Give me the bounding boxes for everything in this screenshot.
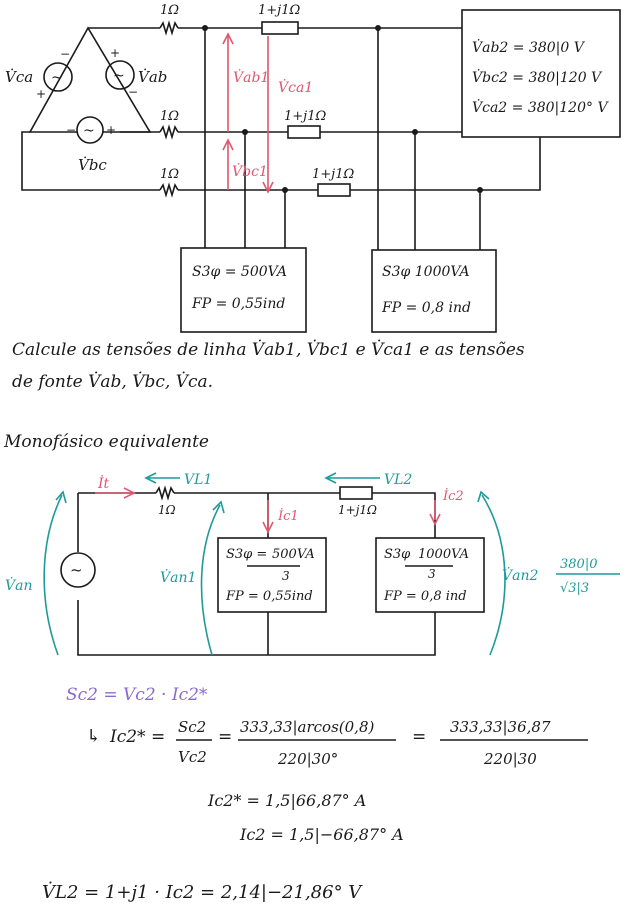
calc-frac2-den: 220|30° [277, 750, 338, 768]
load2-fp: FP = 0,8 ind [381, 300, 471, 316]
sp-label-z: 1+j1Ω [338, 503, 377, 517]
sp-label-vl1: VL1 [184, 472, 212, 488]
sp-source-tilde: ~ [70, 561, 83, 579]
label-z-c: 1+j1Ω [312, 167, 354, 182]
sp-label-it: İt [97, 474, 110, 492]
sign-vca-plus: + [36, 87, 46, 101]
calc-ic2conj-lhs: Ic2* = [109, 727, 165, 747]
impedance-c [317, 183, 351, 197]
source-vbc-circle [76, 116, 104, 144]
label-z-b: 1+j1Ω [284, 109, 326, 124]
label-r-c: 1Ω [160, 167, 179, 182]
sp-label-van2: V̇an2 [502, 566, 538, 584]
sp-load2-s: S3φ [384, 547, 411, 562]
sign-vbc-plus: + [106, 123, 116, 137]
sp-van2-num: 380|0 [560, 557, 597, 572]
single-phase-arrows [43, 472, 506, 656]
sign-vbc-minus: − [66, 123, 76, 137]
sp-load2-s-den: 3 [428, 567, 436, 581]
sp-load1-s: S3φ = [226, 547, 267, 562]
sp-label-van1: V̇an1 [160, 568, 196, 586]
load2-drops [377, 28, 481, 250]
problem-line-2: de fonte V̇ab, V̇bc, V̇ca. [12, 372, 214, 392]
load2-vbc2: V̇bc2 = 380|120 V [472, 68, 603, 86]
sp-label-r: 1Ω [158, 503, 176, 517]
sp-load1-box [217, 537, 327, 613]
source-vca-tilde: ~ [51, 70, 63, 86]
single-phase-title: Monofásico equivalente [4, 432, 209, 452]
calc-frac3-num: 333,33|36,87 [450, 718, 551, 736]
three-phase-circuit [21, 9, 621, 333]
sp-label-ic2: İc2 [442, 487, 464, 504]
sp-source-circle [60, 552, 96, 588]
line-c-wire [21, 131, 160, 191]
load1-fp: FP = 0,55ind [191, 296, 285, 312]
sp-label-ic1: İc1 [277, 507, 299, 524]
label-vab1: V̇ab1 [233, 68, 269, 86]
calc-frac1-den: Vc2 [178, 748, 207, 766]
sp-van2-den: √3|3 [560, 581, 589, 596]
load1-box [180, 247, 307, 333]
source-vab-circle [105, 60, 135, 90]
calc-ic2-result: Ic2 = 1,5|−66,87° A [239, 825, 404, 844]
label-vca1: V̇ca1 [278, 78, 313, 96]
label-vca: V̇ca [5, 68, 33, 86]
impedance-a [261, 21, 299, 35]
label-r-a: 1Ω [160, 3, 179, 18]
calc-frac1-num: Sc2 [178, 718, 206, 736]
sp-load1-s-num: 500VA [272, 547, 315, 562]
sp-load2-fp: FP = 0,8 ind [383, 589, 467, 604]
resistor-c [159, 182, 179, 198]
load1-s: S3φ = 500VA [192, 264, 287, 280]
resistor-a [159, 20, 179, 36]
source-vab-tilde: ~ [113, 68, 125, 84]
sp-impedance [339, 486, 373, 500]
load2-vab2: V̇ab2 = 380|0 V [472, 38, 586, 56]
problem-line-1: Calcule as tensões de linha V̇ab1, V̇bc1… [12, 340, 525, 360]
load2-vca2: V̇ca2 = 380|120° V [472, 98, 609, 116]
calc-ic2conj-result: Ic2* = 1,5|66,87° A [207, 791, 366, 810]
label-vbc: V̇bc [78, 156, 107, 174]
label-r-b: 1Ω [160, 109, 179, 124]
load2-voltage-box [461, 9, 621, 138]
calc-frac2-num: 333,33|arcos(0,8) [240, 718, 374, 736]
sp-load1-s-den: 3 [282, 569, 290, 583]
sign-vca-minus: − [60, 47, 70, 61]
line-c-main [178, 137, 541, 191]
sp-load2-box [375, 537, 485, 613]
load2-s: S3φ 1000VA [382, 264, 470, 280]
sp-load1-fp: FP = 0,55ind [225, 589, 313, 604]
label-z-a: 1+j1Ω [258, 3, 300, 18]
sp-top-wire-b [174, 492, 436, 538]
sp-label-vl2: VL2 [384, 472, 412, 488]
single-phase-circuit [60, 485, 485, 656]
calc-vl2-result: V̇L2 = 1+j1 · Ic2 = 2,14|−21,86° V [42, 881, 363, 903]
sp-load2-s-num: 1000VA [418, 547, 469, 562]
source-vca-circle [43, 62, 73, 92]
sp-resistor [155, 485, 175, 501]
junction-dots [202, 25, 483, 193]
source-vbc-tilde: ~ [83, 123, 95, 139]
calc-eq-2: = [412, 727, 426, 747]
impedance-b [287, 125, 321, 139]
sp-label-van: V̇an [5, 576, 32, 594]
calc-arrow: ↳ [86, 726, 101, 747]
load1-drops [204, 28, 286, 248]
calc-frac3-den: 220|30 [483, 750, 537, 768]
load2-box [371, 249, 497, 333]
resistor-b [159, 124, 179, 140]
calc-eq-1: = [218, 727, 232, 747]
calc-sc2-definition: Sc2 = Vc2 · Ic2* [66, 685, 208, 705]
label-vbc1: V̇bc1 [232, 162, 268, 180]
label-vab: V̇ab [138, 68, 167, 86]
sign-vab-minus: − [128, 85, 138, 99]
sp-left-and-bottom-wire [77, 493, 436, 656]
measurement-arrows [222, 32, 274, 194]
sign-vab-plus: + [110, 46, 120, 60]
